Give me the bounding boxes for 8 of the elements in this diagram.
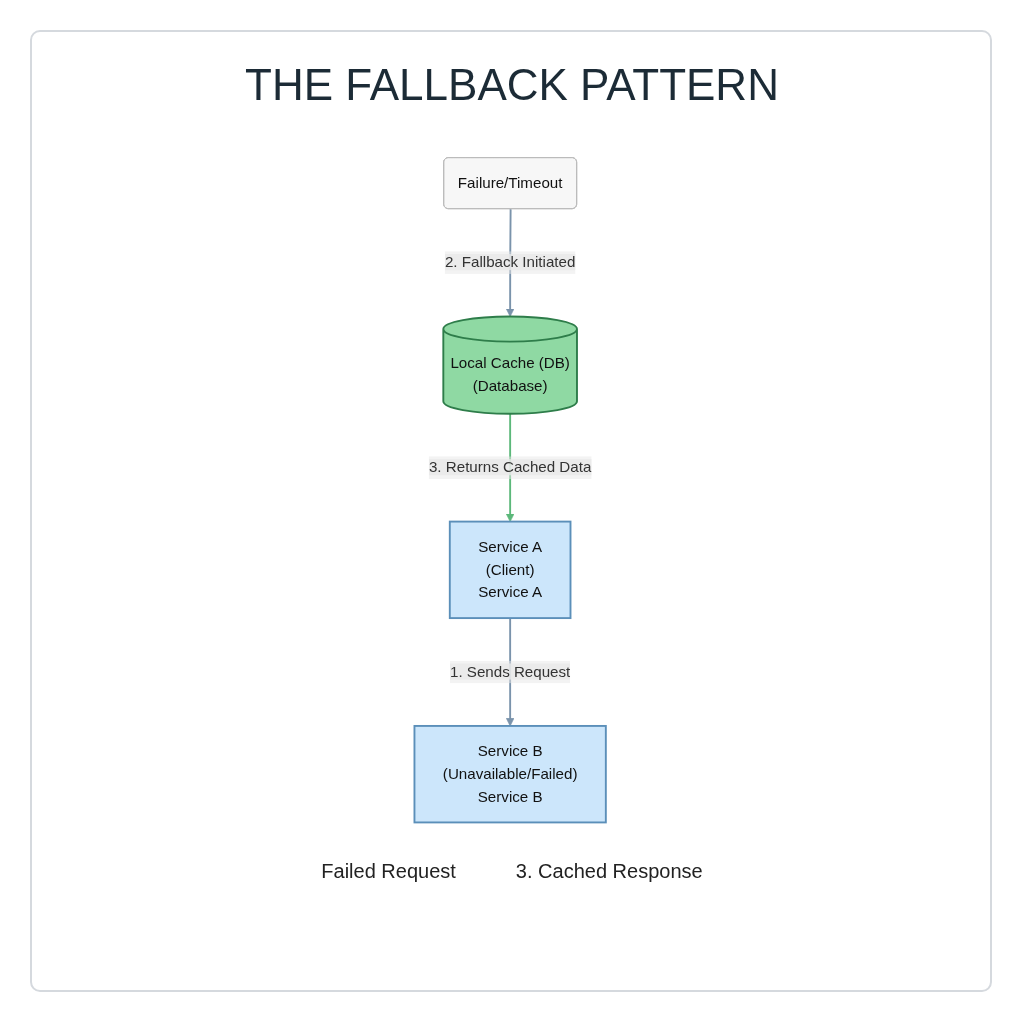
- title: THE FALLBACK PATTERN: [244, 60, 780, 110]
- note-label: Failed Request: [321, 860, 456, 883]
- note-label: 3. Cached Response: [515, 860, 703, 883]
- node-box: Service B (Unavailable/Failed) Service B: [413, 725, 607, 824]
- edge-label: 3. Returns Cached Data: [428, 459, 592, 476]
- edge-label: 1. Sends Request: [449, 663, 571, 680]
- edge-label: 2. Fallback Initiated: [444, 254, 576, 271]
- node-box: Service A (Client) Service A: [448, 520, 572, 620]
